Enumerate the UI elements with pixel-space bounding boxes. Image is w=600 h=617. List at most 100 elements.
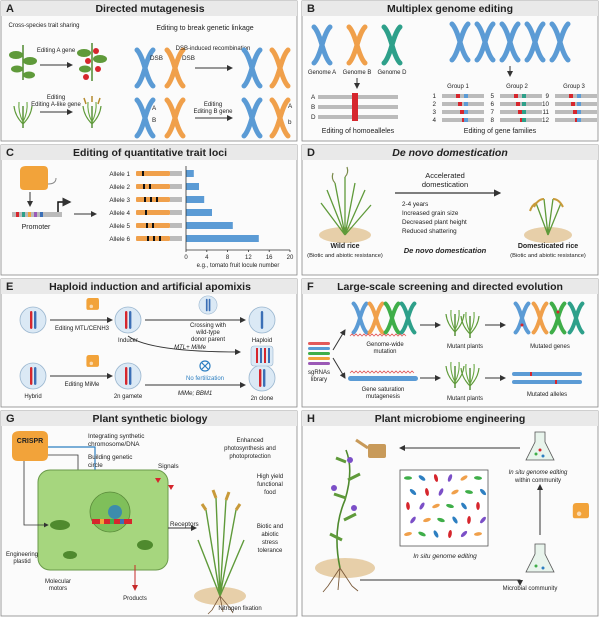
- b-family-band: [522, 102, 526, 106]
- g-crispr: CRISPR: [12, 431, 48, 461]
- c-allele-tail: [170, 197, 182, 202]
- c-bar: [186, 235, 259, 242]
- e-mime-bbm: MiMe; BBM1: [178, 391, 212, 397]
- h-microbe: [425, 488, 429, 496]
- d-denovo: De novo domestication: [404, 246, 487, 255]
- f-chroms-mutated: [516, 304, 583, 333]
- d-wild-sub: (Biotic and abiotic resistance): [307, 253, 383, 259]
- f-gs2: mutagenesis: [366, 394, 400, 400]
- panel-h-title: Plant microbiome engineering: [375, 413, 526, 425]
- panel-c-letter: C: [6, 147, 14, 159]
- h-insitu-comm2: within community: [514, 478, 561, 484]
- h-microbe: [460, 475, 468, 481]
- e-cell-haploid: [248, 306, 276, 334]
- g-plastid1: Engineering: [6, 552, 38, 558]
- c-allele-label: Allele 1: [109, 171, 130, 178]
- a-tomato-right: [77, 43, 107, 81]
- b-family-band: [522, 110, 526, 114]
- svg-text:B: B: [311, 104, 315, 111]
- d-bullet-4: Reduced shattering: [402, 228, 457, 235]
- a-edit-b-1: Editing: [204, 102, 222, 108]
- e-cross3: donor parent: [191, 337, 225, 343]
- h-microbe: [409, 489, 417, 495]
- c-allele-mutation: [144, 197, 146, 202]
- e-cell-1: [19, 306, 47, 334]
- panel-c: C Editing of quantitative trait loci Pro…: [0, 144, 298, 276]
- f-library1: sgRNAs: [308, 370, 330, 376]
- c-promoter: Promoter: [22, 224, 51, 231]
- b-group-number: 9: [545, 93, 549, 100]
- c-tick-label: 12: [245, 255, 252, 261]
- h-microbe: [451, 489, 459, 495]
- a-break: Editing to break genetic linkage: [156, 25, 253, 32]
- e-cell-gamete: [114, 362, 142, 390]
- c-allele-label: Allele 4: [109, 210, 130, 217]
- c-allele-mutation: [146, 223, 148, 228]
- g-high2: functional: [257, 482, 283, 488]
- b-family-mark: [456, 94, 460, 98]
- e-hybrid: Hybrid: [24, 394, 41, 400]
- g-biotic3: stress: [262, 540, 278, 546]
- c-bar: [186, 222, 233, 229]
- g-enh3: photoprotection: [229, 454, 270, 460]
- panel-b-letter: B: [307, 3, 315, 15]
- b-family-row: [442, 102, 484, 106]
- b-family-band: [464, 94, 468, 98]
- f-chroms-top: [349, 304, 414, 337]
- a-lbl-a: A: [152, 105, 157, 112]
- e-editor-1: [86, 298, 99, 310]
- e-cell-hybrid: [19, 362, 47, 390]
- a-grass-right: [82, 96, 102, 129]
- g-build1: Building genetic: [88, 454, 132, 461]
- h-insitu-comm1: In situ genome editing: [509, 470, 568, 476]
- b-group-3: Group 3: [563, 84, 585, 90]
- panel-e: E Haploid induction and artificial apomi…: [0, 278, 298, 408]
- panel-e-title: Haploid induction and artificial apomixi…: [49, 281, 251, 293]
- a-edit-b-gene: Editing B gene: [193, 109, 233, 115]
- g-integ2: chromosome/DNA: [88, 441, 140, 448]
- f-library2: library: [311, 377, 327, 383]
- h-microbe: [480, 516, 486, 524]
- b-families: Editing of gene families: [464, 128, 537, 135]
- h-microbe: [448, 530, 452, 538]
- f-mutant2: Mutant plants: [447, 396, 483, 402]
- c-allele-tail: [170, 184, 182, 189]
- g-biotic2: abiotic: [261, 532, 278, 538]
- h-microbe: [476, 502, 480, 510]
- b-family-mark: [458, 102, 462, 106]
- c-allele-gene: [136, 171, 170, 176]
- panel-d-title: De novo domestication: [392, 147, 508, 159]
- c-editor: [20, 166, 57, 190]
- c-bar: [186, 170, 194, 177]
- a-lbl-b2: b: [288, 119, 292, 126]
- b-group-number: 11: [542, 109, 549, 116]
- h-microbe: [461, 502, 467, 510]
- panel-g: G Plant synthetic biology CRISPR Integra…: [0, 410, 298, 617]
- e-cross2: wild-type: [195, 330, 220, 336]
- f-sgrna-library: [308, 342, 330, 365]
- c-tick-label: 20: [287, 255, 294, 261]
- b-group-number: 5: [490, 93, 494, 100]
- d-wild-rice: [319, 166, 372, 243]
- g-cell: [37, 469, 169, 571]
- b-family-row: [442, 94, 484, 98]
- d-bullet-2: Increased grain size: [402, 210, 459, 217]
- c-allele-mutation: [150, 197, 152, 202]
- b-group-number: 8: [490, 117, 494, 124]
- h-microbe: [433, 530, 439, 538]
- panel-h-letter: H: [307, 413, 315, 425]
- g-enh1: Enhanced: [236, 438, 263, 444]
- panel-a-title: Directed mutagenesis: [95, 3, 204, 15]
- g-motors1: Molecular: [45, 579, 71, 585]
- h-microbe: [438, 488, 444, 496]
- b-family-band: [464, 118, 468, 122]
- c-tick-label: 4: [205, 255, 209, 261]
- panel-b: B Multiplex genome editing Genome A Geno…: [301, 0, 599, 142]
- b-family-band: [577, 102, 581, 106]
- e-editor-2: [86, 355, 99, 367]
- a-edit-a-gene: Editing A gene: [37, 48, 76, 54]
- h-microbe: [433, 474, 439, 482]
